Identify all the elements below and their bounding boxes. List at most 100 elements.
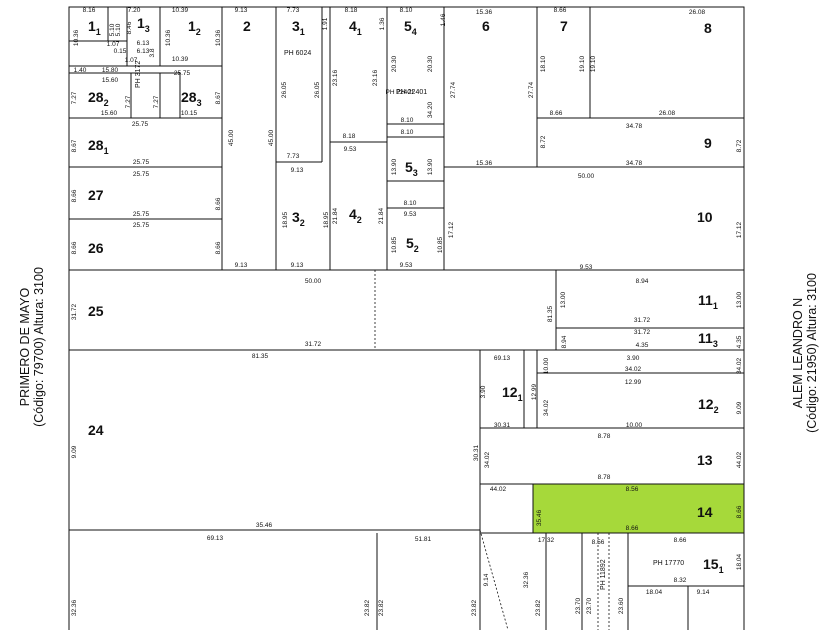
measurement-label: 19.10 [579,55,586,72]
parcel-label-7[interactable]: 7 [560,18,568,34]
measurement-label: 10.00 [626,422,643,429]
measurement-label: 8.94 [561,335,568,348]
measurement-label: 8.16 [83,7,96,14]
parcel-label-12-2[interactable]: 122 [698,396,719,415]
measurement-label: 23.82 [471,599,478,616]
measurement-label: 18.95 [323,211,330,228]
measurement-label: 19.10 [590,55,597,72]
parcel-label-3-2[interactable]: 32 [292,209,305,228]
measurement-label: 9.53 [404,211,417,218]
measurement-label: 8.66 [674,537,687,544]
measurement-label: 21.84 [378,207,385,224]
measurement-label: 8.66 [626,525,639,532]
measurement-label: 7.27 [71,91,78,104]
measurement-label: 25.75 [132,121,149,128]
parcel-boundaries [68,6,745,630]
measurement-label: 23.70 [575,597,582,614]
measurement-label: 4.35 [736,335,743,348]
parcel-label-13[interactable]: 13 [697,452,713,468]
measurement-label: 8.18 [345,7,358,14]
ph-label: PH 17770 [653,560,684,567]
measurement-label: 25.75 [133,171,150,178]
measurement-label: 13.90 [391,158,398,175]
parcel-label-27[interactable]: 27 [88,187,104,203]
measurement-label: 31.72 [634,317,651,324]
measurement-label: 34.02 [736,357,743,374]
parcel-label-15-1[interactable]: 151 [703,556,724,575]
measurement-label: 51.81 [415,536,432,543]
parcel-label-2[interactable]: 2 [243,18,251,34]
measurement-label: 18.04 [646,589,663,596]
parcel-label-11-3[interactable]: 113 [698,330,718,349]
parcel-label-1-1[interactable]: 11 [88,18,101,37]
ph-label: PH 3172 [135,61,142,88]
measurement-label: 23.60 [618,597,625,614]
measurement-label: 10.15 [181,110,198,117]
parcel-label-28-2[interactable]: 282 [88,89,109,108]
parcel-label-28-1[interactable]: 281 [88,137,109,156]
measurement-label: 50.00 [578,173,595,180]
measurement-label: 18.04 [736,553,743,570]
parcel-label-5-3[interactable]: 53 [405,159,418,178]
measurement-label: 8.66 [554,7,567,14]
parcel-label-5-2[interactable]: 52 [406,235,419,254]
measurement-label: 8.32 [674,577,687,584]
measurement-label: 9.53 [580,264,593,271]
parcel-label-9[interactable]: 9 [704,135,712,151]
measurement-label: 13.00 [736,291,743,308]
measurement-label: 31.72 [71,303,78,320]
parcel-label-3-1[interactable]: 31 [292,18,305,37]
measurement-label: 8.18 [343,133,356,140]
measurement-label: 8.10 [401,117,414,124]
ph-label: PH 11892 [600,559,607,590]
measurement-label: 7.73 [287,7,300,14]
parcel-label-8[interactable]: 8 [704,20,712,36]
parcel-label-10[interactable]: 10 [697,209,713,225]
measurement-label: 34.02 [484,451,491,468]
measurement-label: 12.99 [531,383,538,400]
measurement-label: 13.00 [560,291,567,308]
parcel-label-12-1[interactable]: 121 [502,384,523,403]
ph-label: PH 6024 [284,50,311,57]
parcel-label-11-1[interactable]: 111 [698,292,718,311]
parcel-label-6[interactable]: 6 [482,18,490,34]
measurement-label: 8.56 [626,486,639,493]
parcel-label-1-2[interactable]: 12 [188,18,201,37]
parcel-label-26[interactable]: 26 [88,240,104,256]
measurement-label: 44.02 [490,486,507,493]
measurement-label: 10.85 [437,236,444,253]
measurement-label: 9.13 [291,262,304,269]
measurement-label: 34.02 [543,399,550,416]
measurement-label: 35.46 [256,522,273,529]
measurement-label: 6.13 [137,40,150,47]
parcel-label-5-4[interactable]: 54 [404,18,417,37]
measurement-label: 17.12 [736,221,743,238]
measurement-label: 5.10 [109,23,116,36]
measurement-label: 8.66 [550,110,563,117]
measurement-label: 23.82 [364,599,371,616]
parcel-label-25[interactable]: 25 [88,303,104,319]
measurement-label: 18.95 [282,211,289,228]
measurement-label: 34.78 [626,123,643,130]
measurement-label: 1.91 [322,17,329,30]
parcel-14-fill[interactable] [533,484,744,533]
measurement-label: 3.8 [149,48,156,57]
measurement-label: 8.72 [736,139,743,152]
parcel-label-1-3[interactable]: 13 [137,15,150,34]
measurement-label: 23.16 [372,69,379,86]
measurement-label: 15.36 [476,9,493,16]
parcel-label-24[interactable]: 24 [88,422,104,438]
measurement-label: 27.74 [450,81,457,98]
measurement-label: 10.85 [391,236,398,253]
measurement-label: 1.07 [107,41,120,48]
measurement-label: 8.66 [736,505,743,518]
parcel-label-14[interactable]: 14 [697,504,713,520]
parcel-label-28-3[interactable]: 283 [181,89,202,108]
measurement-label: 9.09 [736,401,743,414]
parcel-label-4-2[interactable]: 42 [349,206,362,225]
measurement-label: 13.90 [427,158,434,175]
parcel-label-4-1[interactable]: 41 [349,18,362,37]
